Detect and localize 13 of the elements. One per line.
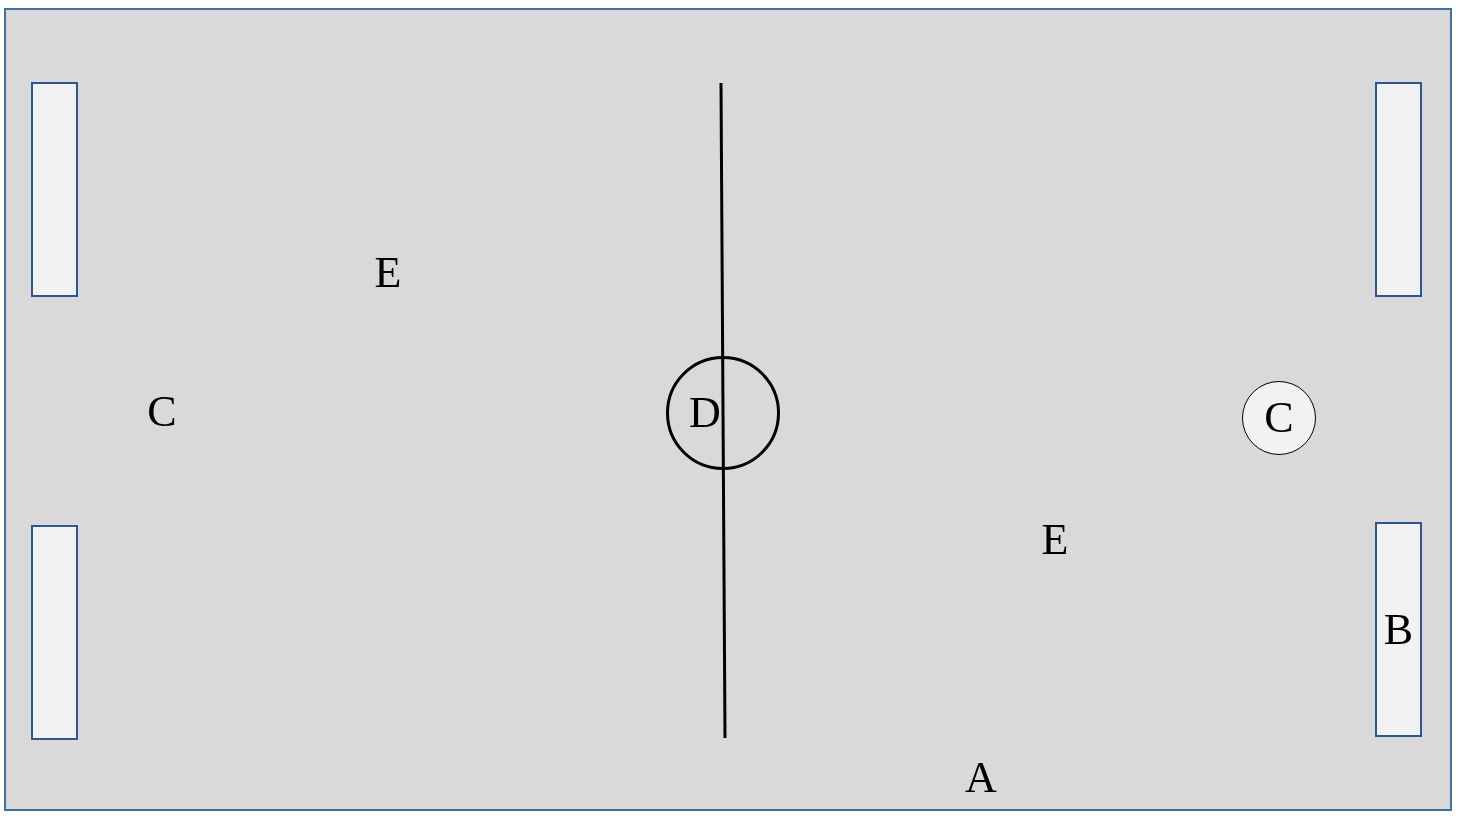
field-label: C [1264,396,1294,440]
field-area [4,8,1452,811]
goal-box [31,82,78,297]
field-label: A [965,756,997,800]
field-label: B [1383,607,1414,652]
position-label: E [1041,518,1069,562]
position-label: E [374,251,402,295]
goal-box [31,525,78,740]
position-label: C [147,390,177,434]
circle-marker [666,356,780,470]
goal-box [1375,82,1422,297]
goal-box [1375,522,1422,737]
field-label: D [689,391,721,435]
